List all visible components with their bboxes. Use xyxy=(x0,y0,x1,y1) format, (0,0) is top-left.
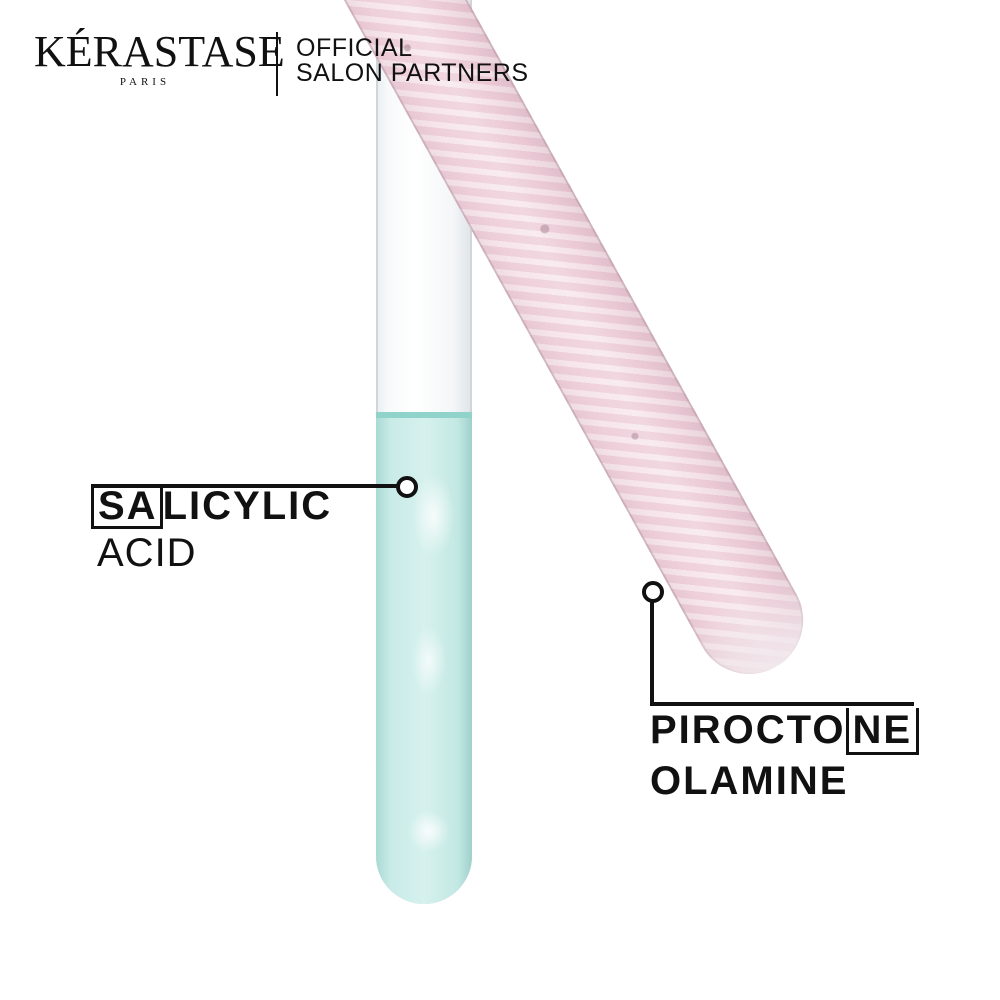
salicylic-rest: LICYLIC xyxy=(162,484,333,528)
piroctone-olamine-tube xyxy=(291,0,823,694)
partner-line-2: SALON PARTNERS xyxy=(296,59,529,87)
piroctone-callout-vertical-line xyxy=(650,600,654,704)
kerastase-logo: KÉRASTASE PARIS xyxy=(34,27,285,89)
piroctone-prefix: PIROCTO xyxy=(650,708,846,752)
official-salon-partners: OFFICIAL SALON PARTNERS xyxy=(296,36,529,86)
salicylic-highlight-box: SA xyxy=(91,484,163,529)
brand-name: KÉRASTASE xyxy=(34,27,285,76)
salicylic-callout-dot-icon xyxy=(396,476,418,498)
acid-text: ACID xyxy=(97,531,197,575)
pink-tube-tip xyxy=(689,571,823,694)
brand-sub: PARIS xyxy=(119,76,171,88)
logo-divider xyxy=(276,32,278,96)
piroctone-callout-horizontal-line xyxy=(650,702,914,706)
olamine-text: OLAMINE xyxy=(650,759,849,803)
salicylic-liquid xyxy=(376,412,472,904)
partner-line-1: OFFICIAL xyxy=(296,34,413,62)
salicylic-callout-line xyxy=(91,484,397,488)
piroctone-highlight-box: NE xyxy=(845,708,920,755)
